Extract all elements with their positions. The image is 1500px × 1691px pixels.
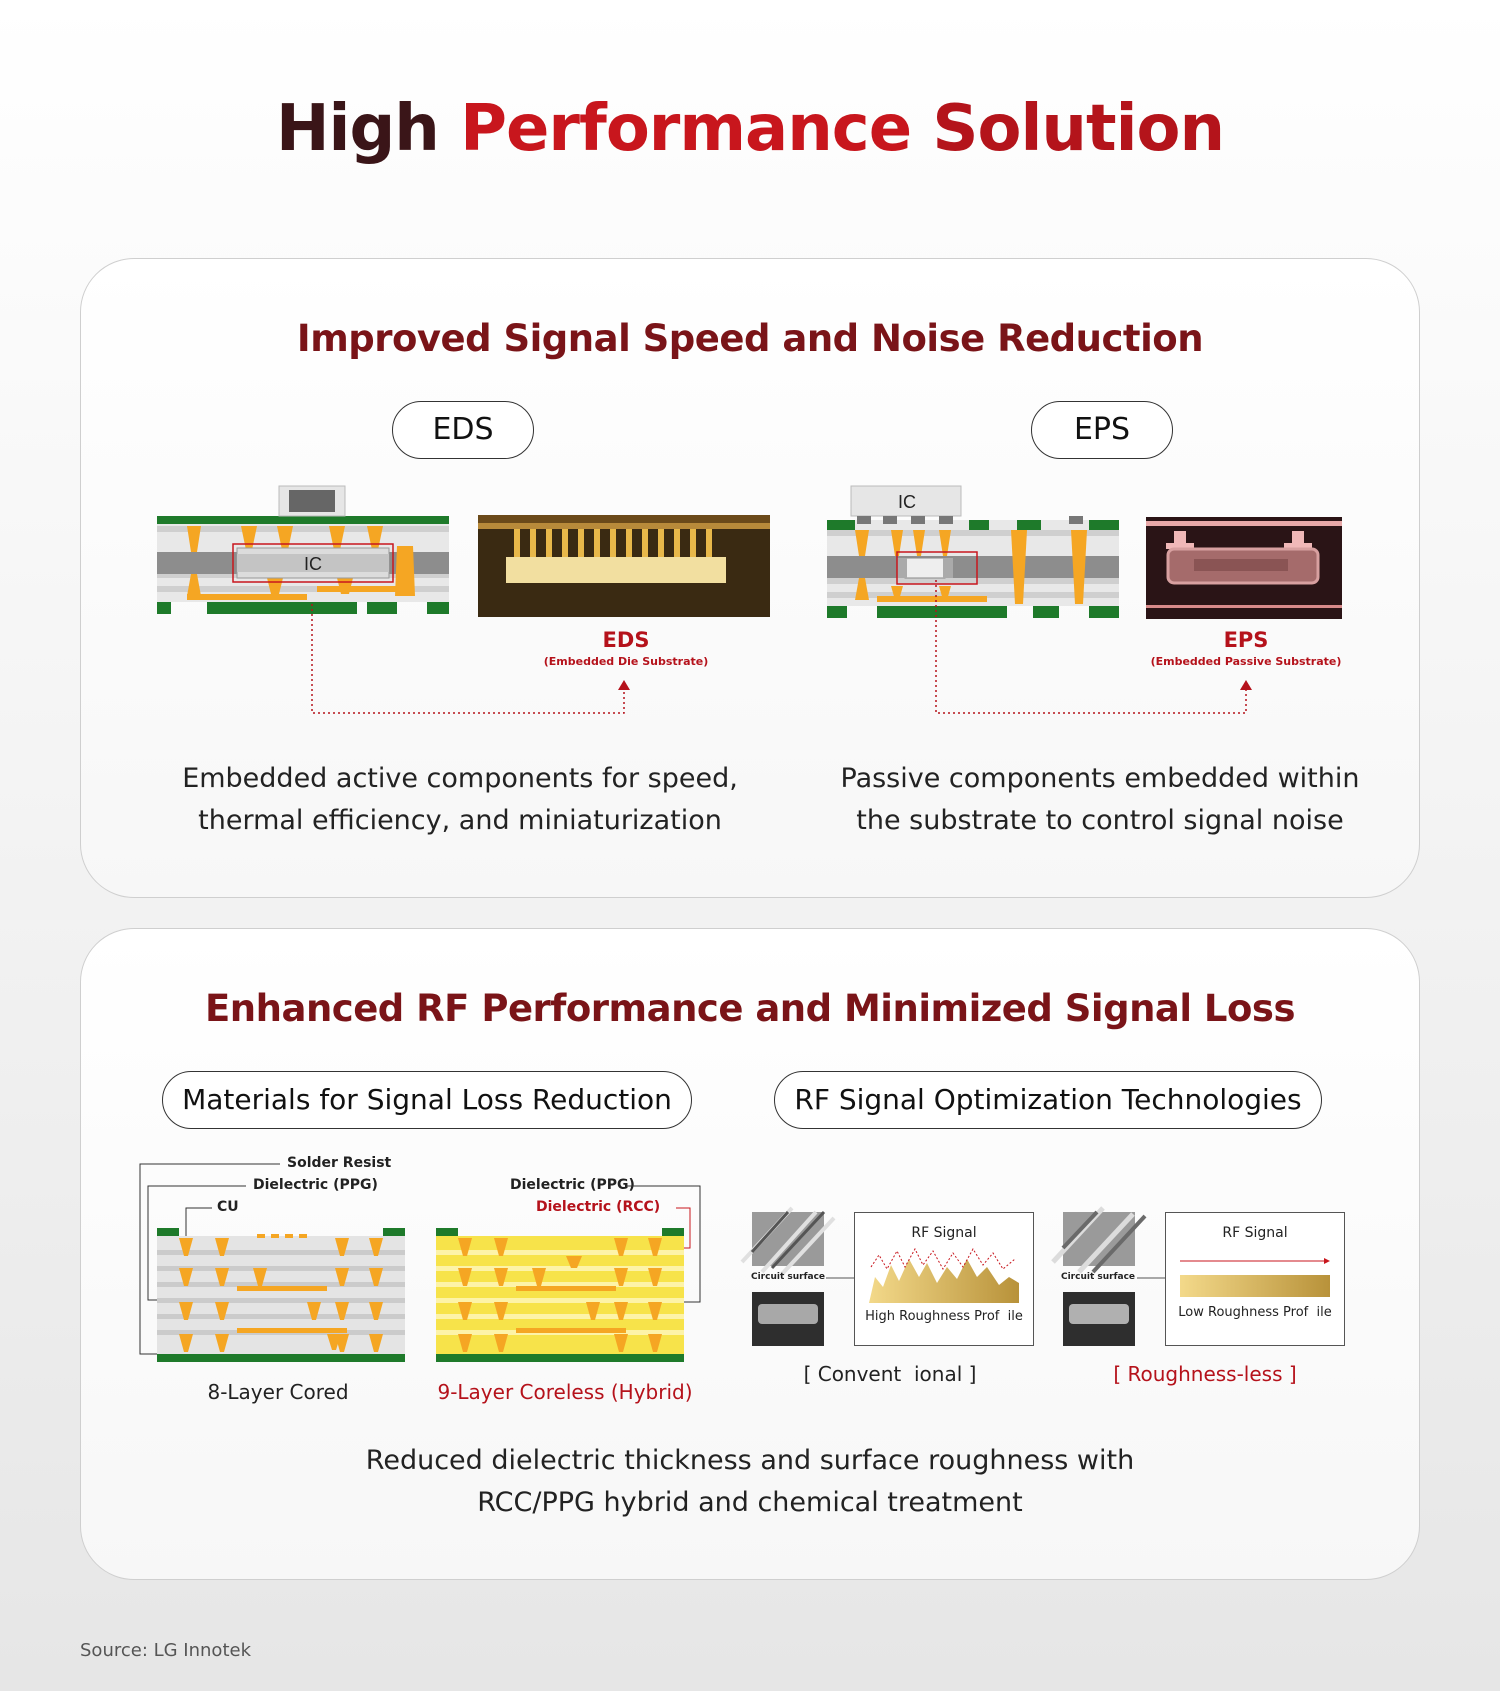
caption-8-layer-cored: 8-Layer Cored bbox=[207, 1380, 349, 1404]
materials-pill: Materials for Signal Loss Reduction bbox=[162, 1071, 692, 1129]
label-cu: CU bbox=[217, 1199, 239, 1215]
rf-signal-label-2: RF Signal bbox=[1222, 1225, 1288, 1241]
circuit-surface-image-conventional bbox=[740, 1206, 836, 1346]
panel2-description: Reduced dielectric thickness and surface… bbox=[300, 1440, 1200, 1524]
high-roughness-graphic bbox=[869, 1247, 1019, 1303]
source-credit: Source: LG Innotek bbox=[80, 1640, 251, 1661]
label-dielectric-ppg-left: Dielectric (PPG) bbox=[253, 1177, 378, 1193]
eds-caption-sub: (Embedded Die Substrate) bbox=[543, 655, 709, 668]
rf-signal-label-1: RF Signal bbox=[911, 1225, 977, 1241]
label-dielectric-rcc: Dielectric (RCC) bbox=[536, 1199, 661, 1215]
caption-9-layer-coreless: 9-Layer Coreless (Hybrid) bbox=[437, 1380, 693, 1404]
eds-pill: EDS bbox=[392, 401, 534, 459]
rf-box-conventional: RF Signal High Roughness Prof ile bbox=[854, 1212, 1034, 1346]
low-roughness-graphic bbox=[1180, 1258, 1330, 1297]
nine-layer-coreless-diagram bbox=[436, 1228, 684, 1362]
eight-layer-cored-diagram bbox=[157, 1228, 405, 1362]
eds-desc-line1: Embedded active components for speed, bbox=[182, 763, 738, 794]
high-roughness-label: High Roughness Prof ile bbox=[865, 1309, 1023, 1324]
panel1-title: Improved Signal Speed and Noise Reductio… bbox=[296, 317, 1204, 360]
label-circuit-surface-1: Circuit surface bbox=[750, 1272, 826, 1282]
eps-ic-label: IC bbox=[898, 492, 916, 512]
eps-caption-sub: (Embedded Passive Substrate) bbox=[1150, 655, 1342, 668]
eds-desc-line2: thermal efficiency, and miniaturization bbox=[198, 805, 722, 836]
eds-caption: EDS bbox=[602, 628, 650, 652]
rf-box-roughless: RF Signal Low Roughness Prof ile bbox=[1165, 1212, 1345, 1346]
caption-roughness-less: [ Roughness-less ] bbox=[1113, 1362, 1297, 1386]
eps-pill: EPS bbox=[1031, 401, 1173, 459]
eps-cross-section: IC bbox=[827, 485, 1119, 618]
panel2-desc-line1: Reduced dielectric thickness and surface… bbox=[365, 1445, 1135, 1476]
page-title: High Performance Solution bbox=[0, 92, 1500, 166]
eds-ic-label: IC bbox=[304, 554, 322, 574]
title-part-3: Solution bbox=[911, 92, 1225, 166]
circuit-surface-image-roughless bbox=[1051, 1206, 1147, 1346]
eps-caption: EPS bbox=[1223, 628, 1269, 652]
eps-description: Passive components embedded within the s… bbox=[800, 758, 1400, 842]
low-roughness-label: Low Roughness Prof ile bbox=[1178, 1305, 1332, 1320]
eds-description: Embedded active components for speed, th… bbox=[160, 758, 760, 842]
title-part-1: High bbox=[275, 92, 461, 166]
panel2-desc-line2: RCC/PPG hybrid and chemical treatment bbox=[477, 1487, 1023, 1518]
title-part-2: Performance bbox=[460, 92, 912, 166]
eps-desc-line2: the substrate to control signal noise bbox=[856, 805, 1344, 836]
label-solder-resist: Solder Resist bbox=[287, 1155, 392, 1171]
panel2-title: Enhanced RF Performance and Minimized Si… bbox=[205, 987, 1295, 1030]
rf-optimization-pill: RF Signal Optimization Technologies bbox=[774, 1071, 1322, 1129]
eds-micrograph bbox=[478, 515, 770, 617]
eps-micrograph bbox=[1146, 517, 1342, 619]
label-dielectric-ppg-right: Dielectric (PPG) bbox=[510, 1177, 635, 1193]
caption-conventional: [ Convent ional ] bbox=[803, 1362, 977, 1386]
label-circuit-surface-2: Circuit surface bbox=[1060, 1272, 1136, 1282]
eds-cross-section: IC bbox=[157, 485, 449, 614]
eps-desc-line1: Passive components embedded within bbox=[840, 763, 1360, 794]
